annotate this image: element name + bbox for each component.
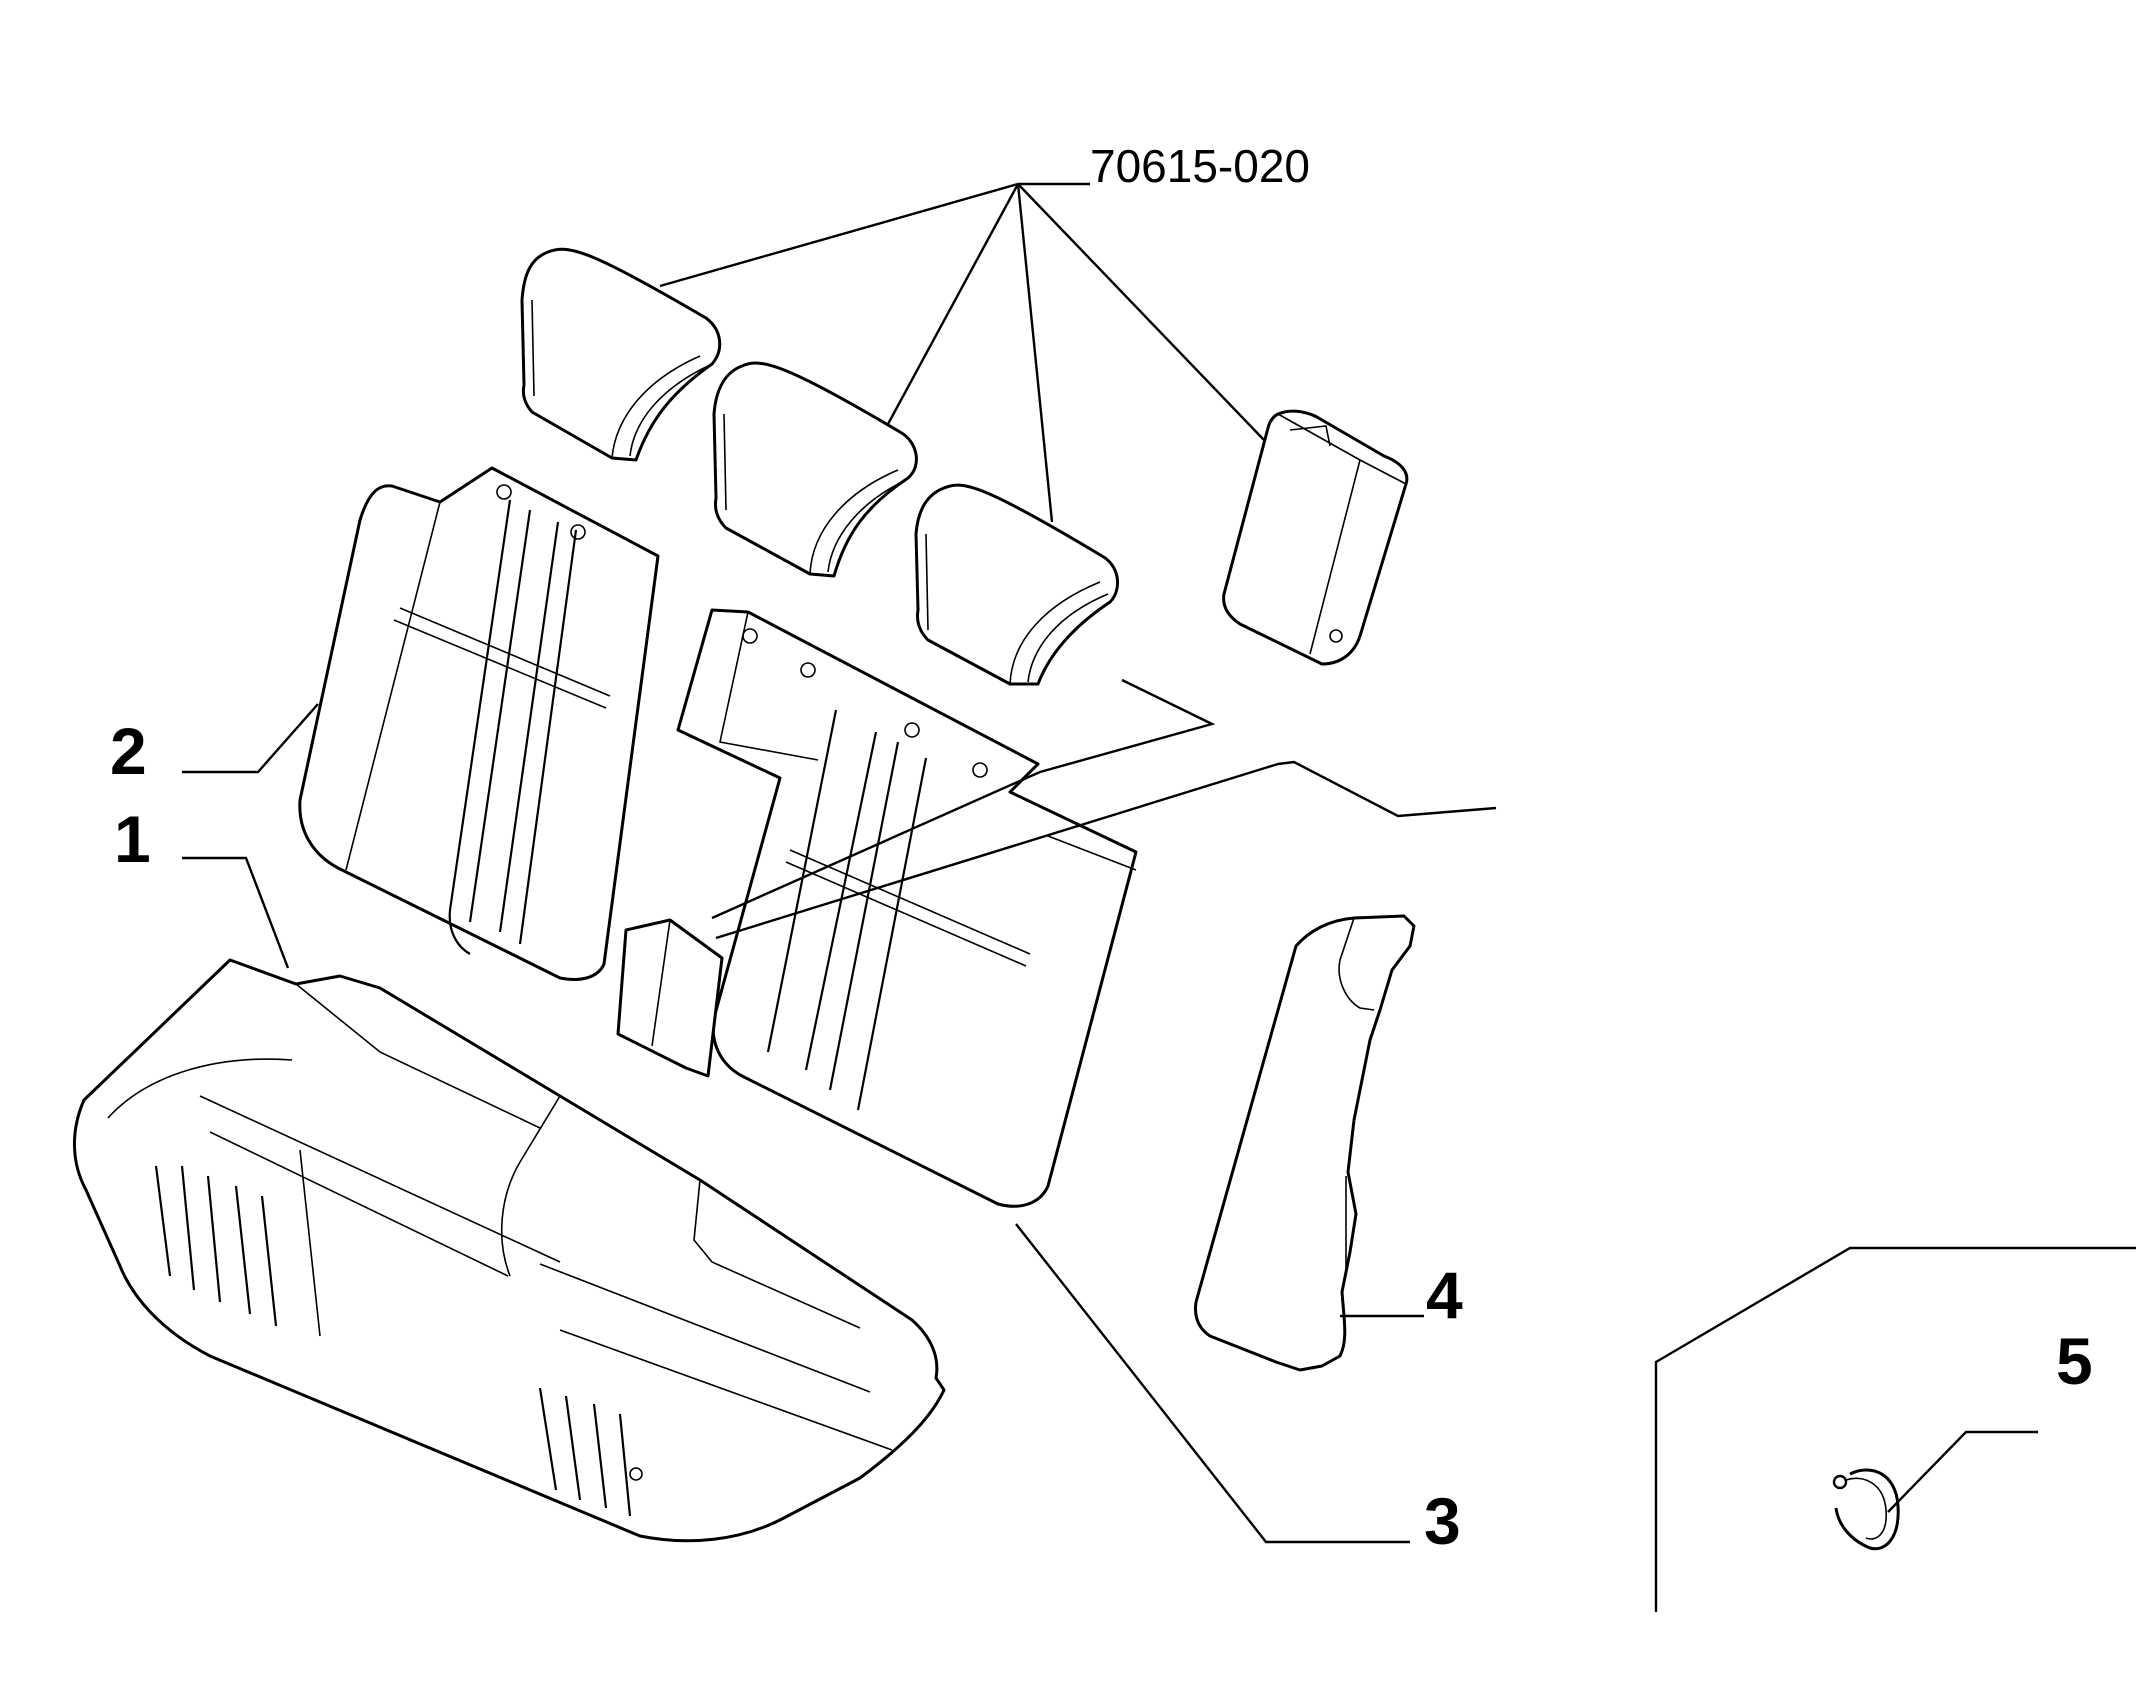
backrest-cover-left <box>298 466 660 981</box>
headrest-cover-3 <box>914 483 1119 686</box>
headrest-cover-2 <box>712 361 918 578</box>
seat-cushion-cover <box>73 958 946 1543</box>
leader-lines <box>182 182 2038 1544</box>
headrest-cover-1 <box>520 247 722 462</box>
side-trim-panel <box>1194 914 1416 1372</box>
armrest-cushion <box>1222 409 1409 666</box>
callout-4: 4 <box>1426 1258 1463 1332</box>
callout-1: 1 <box>114 802 151 876</box>
inset-frame <box>1654 1246 2136 1612</box>
backrest-side-bolster <box>616 918 724 1078</box>
callout-5: 5 <box>2056 1324 2093 1398</box>
clip-part <box>1832 1468 1900 1551</box>
part-code-label: 70615-020 <box>1090 140 1310 192</box>
backrest-cover-right <box>676 608 1138 1208</box>
callout-2: 2 <box>110 714 147 788</box>
callout-3: 3 <box>1424 1484 1461 1558</box>
